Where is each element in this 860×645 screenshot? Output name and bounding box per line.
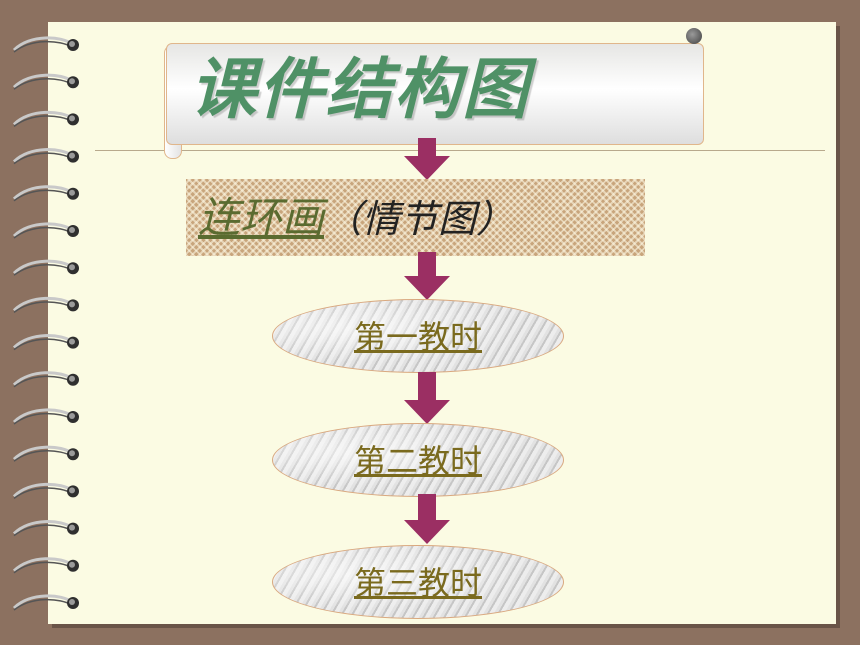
binding-hole-highlight <box>69 152 75 159</box>
binding-hole-highlight <box>69 524 75 531</box>
lesson-2-button[interactable]: 第二教时 <box>272 423 564 497</box>
binding-hole-highlight <box>69 375 75 382</box>
binding-hole-highlight <box>69 599 75 605</box>
binding-hole-highlight <box>69 264 75 271</box>
ruled-line <box>95 150 825 151</box>
binding-hole-highlight <box>69 115 75 122</box>
arrow-down-icon <box>404 138 450 180</box>
binding-hole-highlight <box>69 78 75 85</box>
storyboard-link[interactable]: 连环画 <box>198 193 325 242</box>
spiral-binding <box>12 36 79 611</box>
lesson-3-button[interactable]: 第三教时 <box>272 545 564 619</box>
lesson-3-label[interactable]: 第三教时 <box>353 564 482 602</box>
storyboard-label: 连环画（情节图） <box>198 188 514 248</box>
binding-hole-highlight <box>69 301 75 308</box>
arrow-down-icon <box>404 372 450 424</box>
binding-hole-highlight <box>69 338 75 345</box>
binding-hole-highlight <box>69 450 75 457</box>
arrow-down-icon <box>404 494 450 544</box>
title-scroll-banner <box>166 43 704 145</box>
storyboard-box <box>186 179 645 256</box>
lesson-1-button[interactable]: 第一教时 <box>272 299 564 373</box>
binding-hole-highlight <box>69 413 75 419</box>
page-title: 课件结构图 <box>190 51 530 128</box>
binding-hole-highlight <box>69 487 75 494</box>
arrow-down-icon <box>404 252 450 300</box>
binding-hole-highlight <box>69 227 75 233</box>
storyboard-subtitle: （情节图） <box>324 197 515 241</box>
pin-icon <box>686 28 702 44</box>
lesson-1-label[interactable]: 第一教时 <box>353 318 482 356</box>
binding-hole-highlight <box>69 561 75 568</box>
binding-hole-highlight <box>69 189 75 196</box>
binding-hole-highlight <box>69 41 75 47</box>
lesson-2-label[interactable]: 第二教时 <box>353 442 482 480</box>
